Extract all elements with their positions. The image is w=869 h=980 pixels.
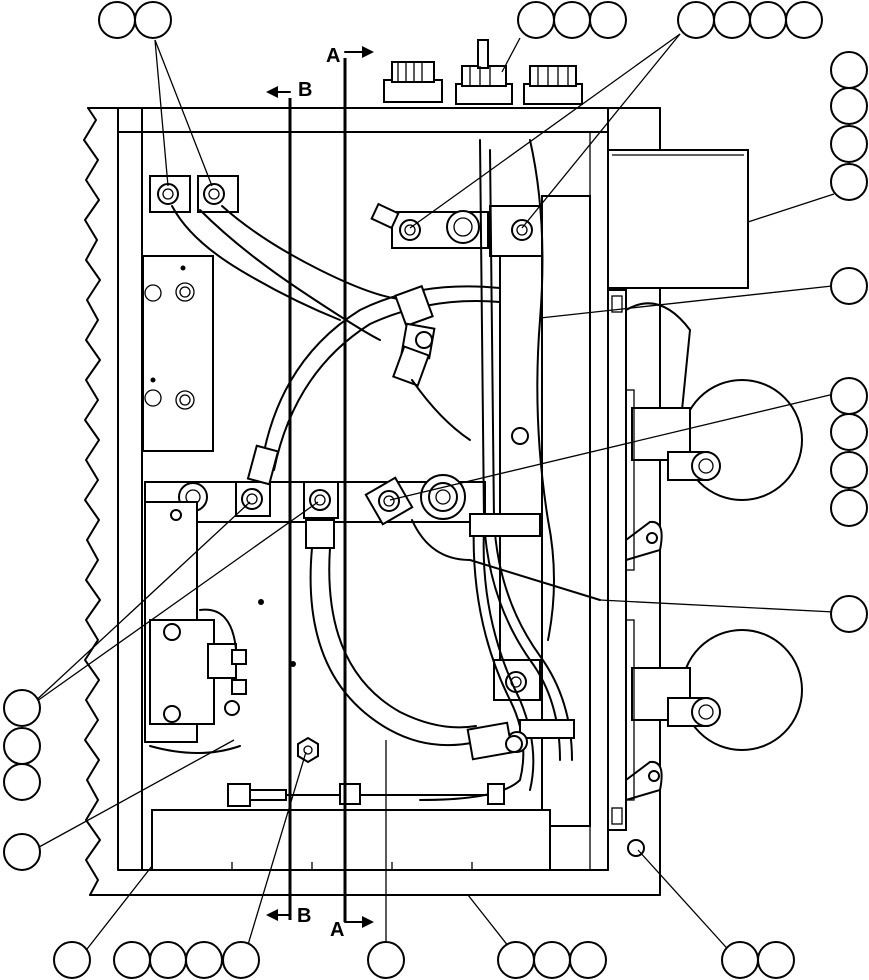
callout-balloon: [830, 489, 868, 527]
callout-balloon: [53, 941, 91, 979]
callout-balloon: [149, 941, 187, 979]
callout-balloon: [497, 941, 535, 979]
callout-balloon: [553, 1, 591, 39]
callout-balloon: [367, 941, 405, 979]
break-line: [83, 107, 101, 896]
callout-balloon: [517, 1, 555, 39]
callout-balloon: [222, 941, 260, 979]
section-b-bottom-label: B: [297, 905, 311, 927]
callout-balloon: [533, 941, 571, 979]
section-line-b: B B: [266, 79, 312, 927]
callout-balloon: [98, 1, 136, 39]
callout-balloon: [830, 87, 868, 125]
callout-balloon: [589, 1, 627, 39]
callout-balloon: [185, 941, 223, 979]
callout-balloon: [3, 833, 41, 871]
bus-bar: [144, 474, 486, 526]
callout-balloon: [830, 413, 868, 451]
callout-balloon: [830, 595, 868, 633]
section-b-top-label: B: [298, 79, 312, 101]
top-connectors: [383, 39, 583, 105]
hex-nut: [297, 736, 319, 764]
bottom-cable: [227, 783, 505, 807]
callout-balloon: [721, 941, 759, 979]
upper-cable-loop: [246, 284, 501, 486]
left-component-panel: [142, 255, 214, 452]
top-left-terminals: [149, 175, 411, 341]
callout-balloon: [677, 1, 715, 39]
right-loops: [625, 302, 803, 802]
callout-balloon: [3, 689, 41, 727]
callout-balloon: [749, 1, 787, 39]
right-mounting-plate: [607, 149, 749, 831]
lower-cable-loop: [305, 519, 601, 761]
callout-balloon: [830, 51, 868, 89]
callout-balloon: [757, 941, 795, 979]
callout-balloon: [113, 941, 151, 979]
callout-balloon: [785, 1, 823, 39]
section-a-top-label: A: [326, 45, 340, 67]
callout-balloon: [830, 125, 868, 163]
callout-balloon: [830, 267, 868, 305]
lower-left-component: [144, 501, 296, 754]
upper-terminal-block: [370, 202, 549, 257]
callout-balloon: [134, 1, 172, 39]
callout-balloon: [713, 1, 751, 39]
section-a-bottom-label: A: [330, 919, 344, 941]
callout-balloon: [830, 377, 868, 415]
callout-balloon: [3, 727, 41, 765]
leader-lines: [29, 33, 835, 959]
callout-balloon: [830, 451, 868, 489]
section-line-a: A A: [326, 45, 374, 941]
callout-balloon: [569, 941, 607, 979]
callout-balloon: [830, 163, 868, 201]
base-plate: [151, 809, 645, 871]
callout-balloon: [3, 763, 41, 801]
callout-balloons: [3, 1, 868, 979]
